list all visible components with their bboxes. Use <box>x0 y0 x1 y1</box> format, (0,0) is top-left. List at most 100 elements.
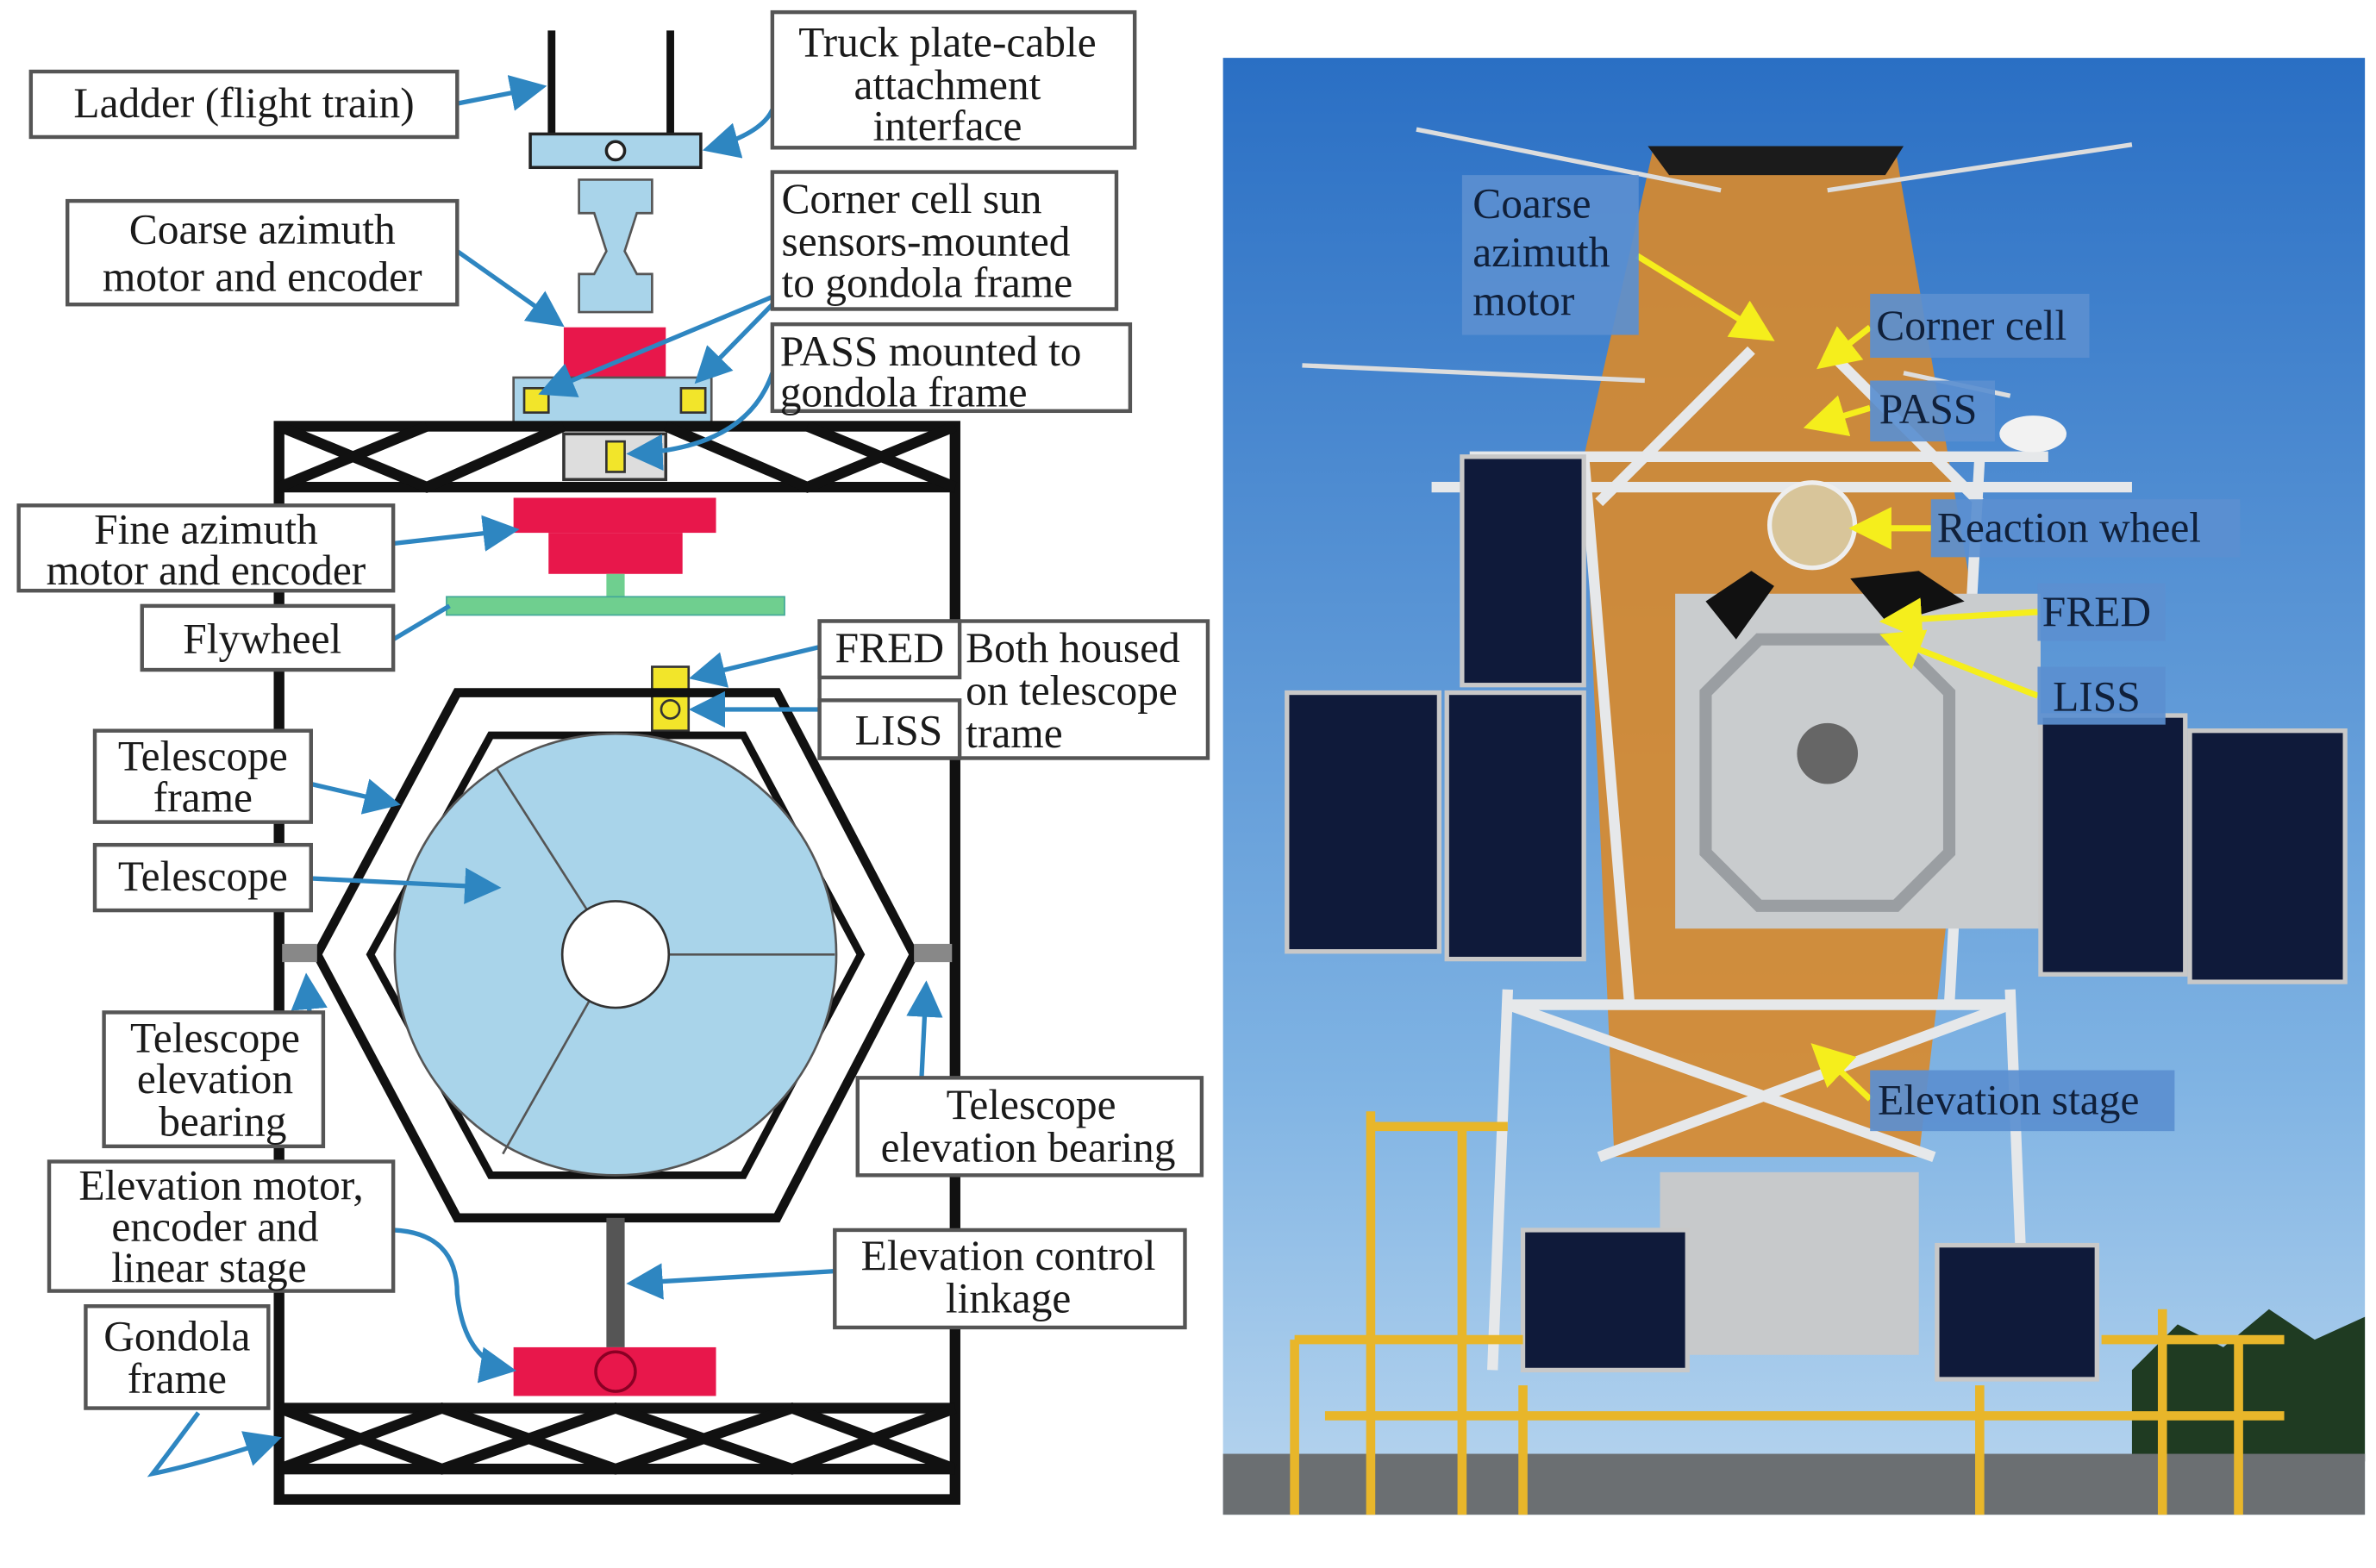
arrow <box>906 980 943 1078</box>
flywheel-shaft <box>606 573 625 599</box>
coupling <box>578 178 653 314</box>
label-text: FRED <box>835 624 944 672</box>
arrow <box>456 75 547 111</box>
label-text: Corner cell sun <box>781 175 1041 222</box>
arrow <box>688 644 821 688</box>
leader-line <box>391 603 451 642</box>
label-coarse-azimuth: Coarse azimuth motor and encoder <box>66 198 460 307</box>
arrow <box>393 1228 517 1384</box>
bottom-truss <box>277 1402 957 1475</box>
label-text: Coarse azimuth <box>129 206 396 253</box>
label-text: PASS <box>1879 385 1978 433</box>
label-text: motor <box>1472 278 1575 325</box>
gondola-frame <box>273 421 960 1505</box>
photo-label-corner-cell: Corner cell <box>1870 293 2090 359</box>
label-elevation-bearing-right: Telescope elevation bearing <box>855 1076 1204 1178</box>
label-text: frame <box>153 773 253 821</box>
label-text: Fine azimuth <box>94 505 318 553</box>
elevation-bearing-left <box>282 943 317 963</box>
label-text: Ladder (flight train) <box>73 79 414 127</box>
arrow <box>1803 395 1872 436</box>
elevation-linkage <box>606 1217 625 1347</box>
label-text: on telescope <box>966 667 1178 715</box>
photo-label-liss: LISS <box>2037 666 2166 725</box>
pass-sensor <box>605 440 626 473</box>
elevation-motor <box>513 1346 716 1396</box>
label-text: motor and encoder <box>103 253 422 300</box>
label-text: Flywheel <box>183 615 341 663</box>
label-text: trame <box>966 709 1063 757</box>
photo-label-elevation-stage: Elevation stage <box>1870 1070 2175 1132</box>
label-elevation-motor: Elevation motor, encoder and linear stag… <box>47 1159 396 1293</box>
ground <box>1222 1453 2366 1515</box>
solar-panel <box>1460 454 1586 688</box>
telescope-aperture <box>1797 722 1859 784</box>
solar-panel <box>2187 728 2348 984</box>
antenna-rods <box>1302 127 2133 398</box>
label-text: Gondola <box>103 1312 250 1359</box>
gondola-photo: Coarse azimuth motor Corner cell PASS Re… <box>1222 58 2366 1515</box>
arrow <box>626 372 775 471</box>
label-text: sensors-mounted <box>781 218 1070 265</box>
fine-azimuth-motor <box>513 497 716 534</box>
label-text: Elevation motor, <box>78 1162 363 1209</box>
label-text: Both housed <box>966 624 1180 672</box>
yellow-scaffolding <box>1290 1111 2285 1515</box>
label-text: Corner cell <box>1876 302 2066 349</box>
label-text: Telescope <box>118 853 288 900</box>
label-flywheel: Flywheel <box>140 603 396 672</box>
label-text: Elevation control <box>861 1232 1156 1279</box>
arrow <box>1810 1043 1873 1102</box>
label-text: Telescope <box>947 1081 1116 1128</box>
coarse-azimuth-motor <box>563 327 666 381</box>
label-text: elevation bearing <box>881 1123 1176 1171</box>
flywheel <box>446 596 785 616</box>
arrow <box>1635 253 1775 341</box>
label-corner-cell: Corner cell sun sensors-mounted to gondo… <box>770 170 1119 311</box>
label-text: to gondola frame <box>781 259 1072 306</box>
bottom-panel <box>1520 1228 1690 1373</box>
truck-plate-hole <box>604 140 627 162</box>
label-text: attachment <box>854 61 1041 109</box>
arrow <box>538 294 773 397</box>
telescope-housing <box>1675 593 2041 929</box>
telescope-frame-inner <box>366 731 866 1179</box>
photo-label-coarse-azimuth: Coarse azimuth motor <box>1461 175 1639 335</box>
arrow <box>310 867 502 904</box>
label-text: linkage <box>946 1274 1072 1321</box>
reaction-wheel <box>1766 480 1858 571</box>
fred-liss-box <box>651 665 691 733</box>
arrow <box>1879 629 2039 699</box>
label-text: LISS <box>855 707 943 754</box>
label-text: PASS mounted to <box>780 328 1082 375</box>
fred-liss-hoods <box>1705 571 1965 640</box>
arrow <box>694 303 774 384</box>
label-text: Elevation stage <box>1878 1077 2139 1124</box>
label-text: Truck plate-cable <box>798 18 1096 66</box>
label-text: encoder and <box>111 1203 318 1250</box>
treeline <box>2131 1309 2366 1462</box>
liss-sensor <box>660 699 681 720</box>
label-text: Reaction wheel <box>1937 504 2201 552</box>
gondola-diagram: Ladder (flight train) Truck plate-cable … <box>16 9 1210 1505</box>
label-telescope-frame: Telescope frame <box>92 728 313 824</box>
arrow <box>626 1263 835 1300</box>
secondary-hole <box>560 900 671 1009</box>
label-pass: PASS mounted to gondola frame <box>770 322 1133 416</box>
photo-label-reaction-wheel: Reaction wheel <box>1930 499 2241 558</box>
label-text: linear stage <box>111 1244 306 1291</box>
label-text: motor and encoder <box>47 547 366 594</box>
label-ladder: Ladder (flight train) <box>28 69 460 140</box>
arrow <box>310 778 401 815</box>
label-telescope: Telescope <box>92 842 313 913</box>
photo-label-fred: FRED <box>2037 583 2166 641</box>
label-elevation-linkage: Elevation control linkage <box>833 1228 1187 1330</box>
solar-panel <box>1444 690 1586 962</box>
label-text: Coarse <box>1472 180 1591 228</box>
label-elevation-bearing-left: Telescope elevation bearing <box>102 1010 326 1149</box>
arrow <box>392 515 520 552</box>
arrow <box>147 1411 282 1477</box>
label-fine-azimuth: Fine azimuth motor and encoder <box>16 503 396 594</box>
elevation-motor-wheel <box>594 1350 637 1393</box>
label-text: LISS <box>2053 673 2141 721</box>
